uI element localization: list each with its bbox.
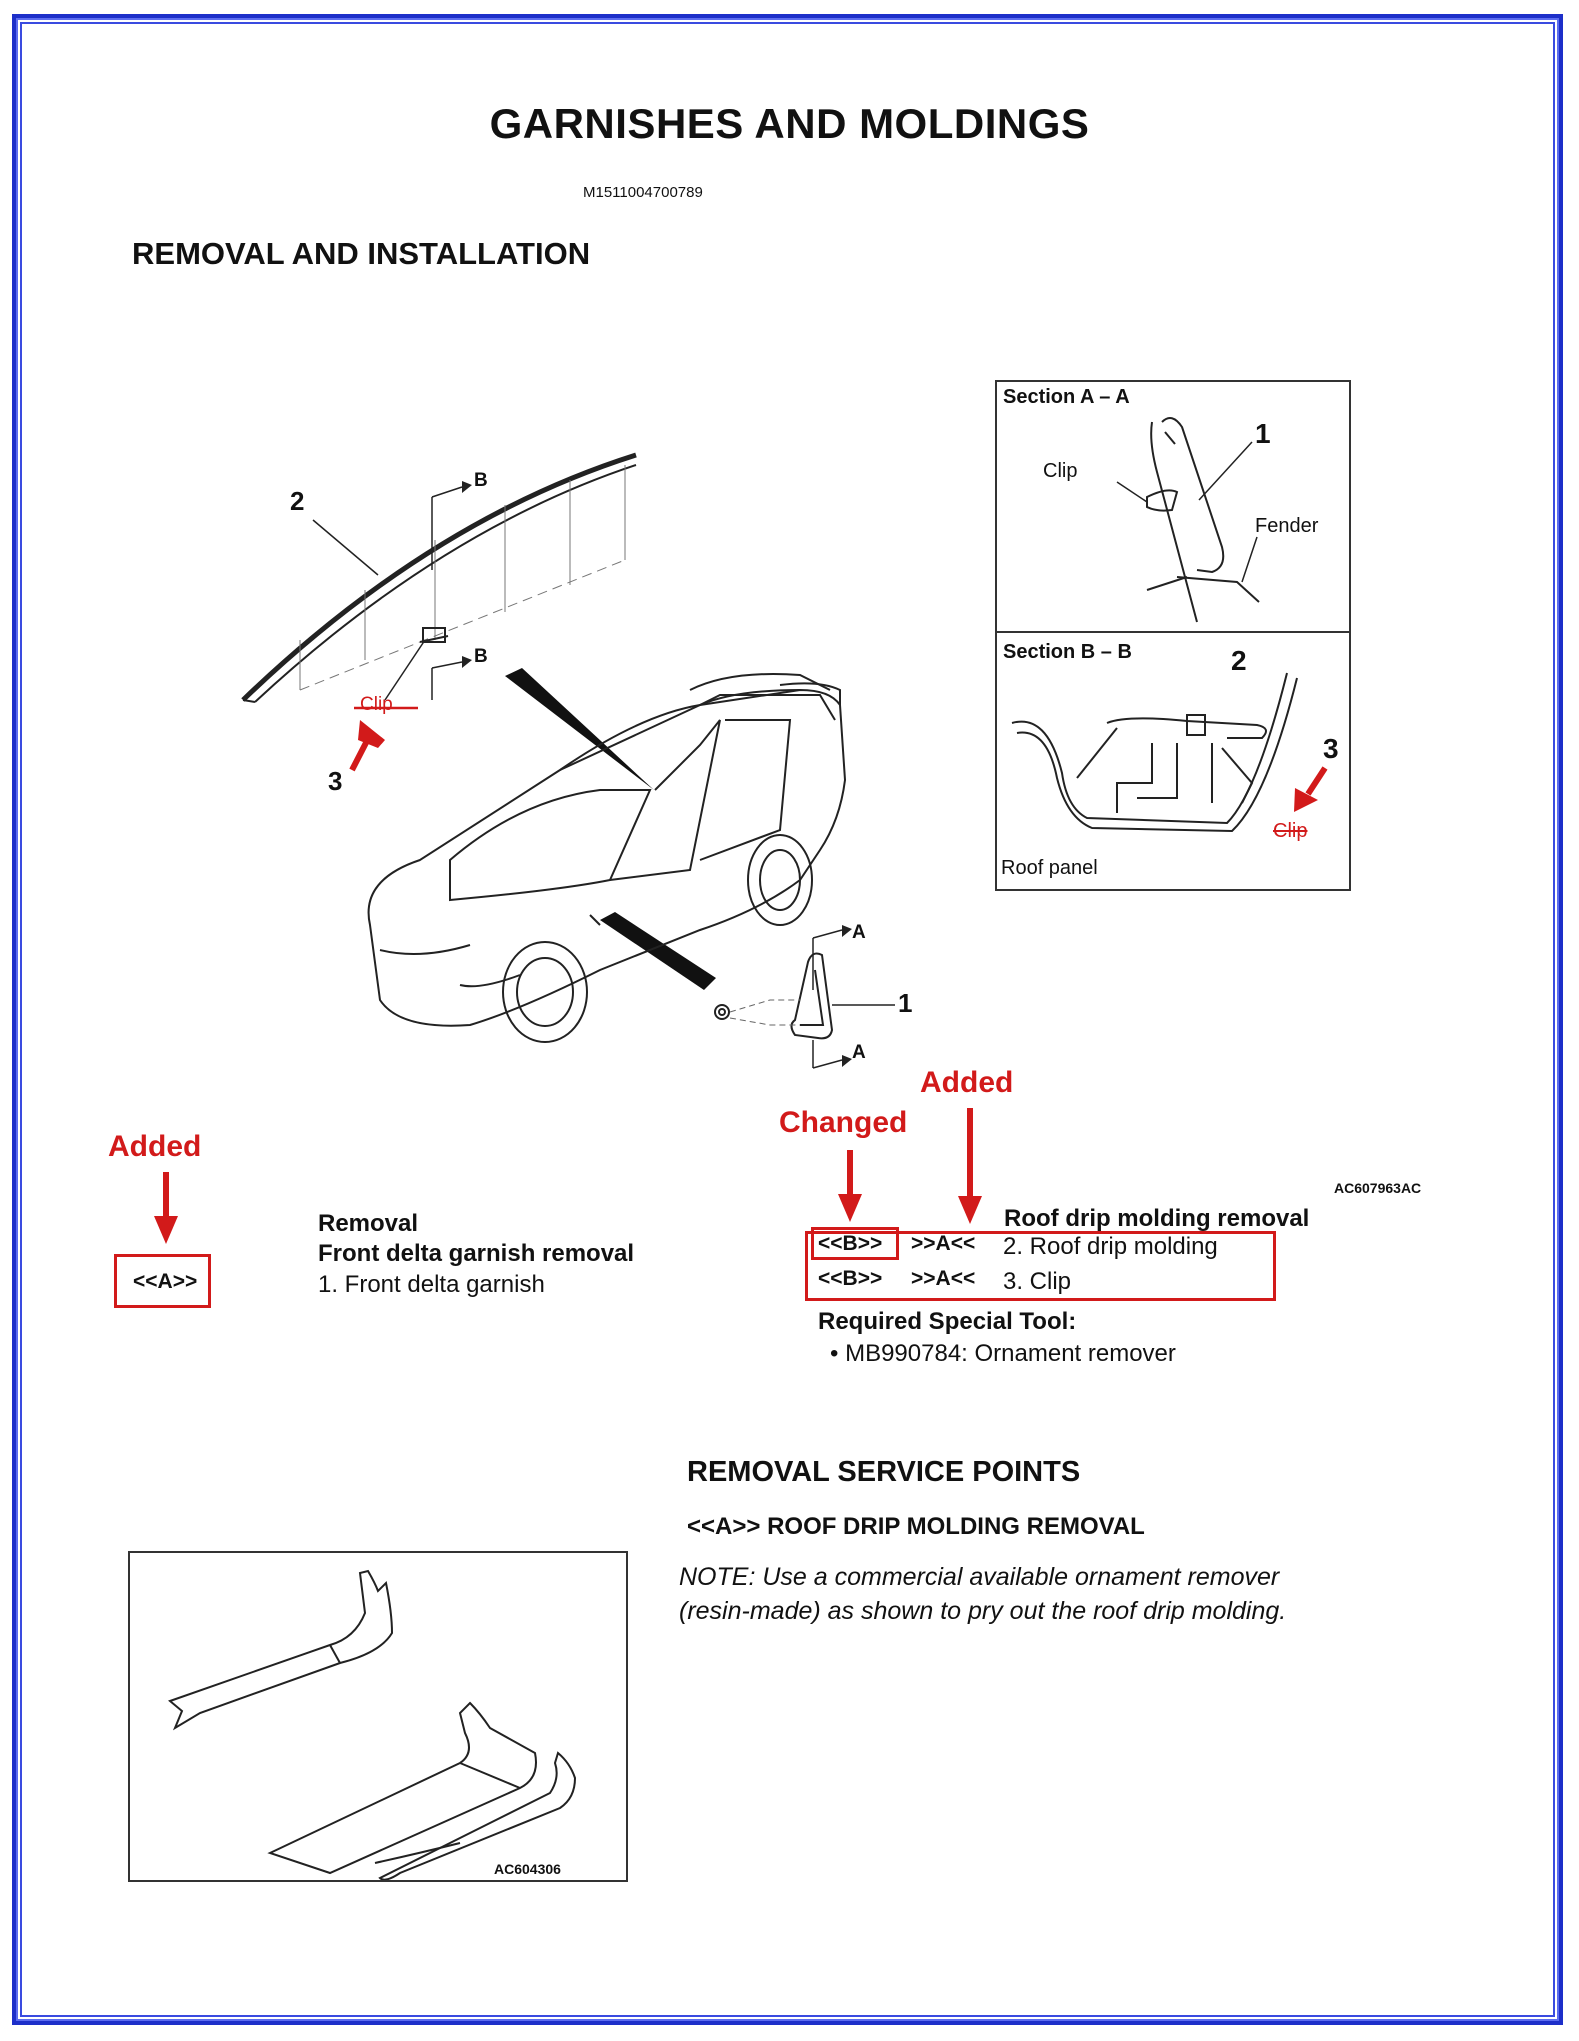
removal-heading: Removal (318, 1210, 419, 1237)
document-id: M1511004700789 (583, 184, 703, 201)
roof-drip-molding-illustration (241, 452, 637, 703)
changed-arrow (838, 1150, 862, 1222)
red-arrow-clip-head (358, 720, 385, 748)
ornament-remover-figure: AC604306 (128, 1551, 628, 1882)
section-bb-label-3: 3 (1323, 733, 1339, 764)
section-aa-label-1: 1 (1255, 418, 1271, 449)
row-3-removal-code: <<B>> (818, 1267, 883, 1290)
diagram-label-3: 3 (328, 766, 343, 796)
front-delta-item: 1. Front delta garnish (318, 1271, 545, 1298)
section-bb-label-2: 2 (1231, 645, 1247, 676)
page-title: GARNISHES AND MOLDINGS (489, 100, 1090, 147)
roof-drip-removal-subheading: <<A>> ROOF DRIP MOLDING REMOVAL (687, 1513, 1145, 1540)
section-aa-drawing (1116, 417, 1260, 623)
section-bb-panel: Section B – B 2 3 Clip Roof panel (995, 633, 1351, 891)
section-aa-title: Section A – A (1003, 386, 1130, 408)
changed-b-box (811, 1227, 899, 1260)
note-line-2: (resin-made) as shown to pry out the roo… (679, 1597, 1287, 1625)
diagram-label-clip: Clip (360, 694, 393, 715)
diagram-label-b-top: B (474, 470, 488, 491)
diagram-label-2: 2 (290, 486, 305, 516)
section-bb-title: Section B – B (1003, 641, 1132, 663)
b-arrowhead-bottom (462, 656, 472, 668)
ornament-figure-code: AC604306 (494, 1861, 561, 1877)
row-3-install-code: >>A<< (911, 1267, 976, 1290)
front-delta-garnish-illustration (714, 929, 895, 1069)
added-arrow-left (154, 1172, 178, 1244)
pointer-wedge-garnish (600, 912, 716, 990)
service-points-heading: REMOVAL SERVICE POINTS (687, 1456, 1081, 1488)
section-bb-roof-panel: Roof panel (1001, 857, 1098, 879)
b-arrowhead-top (462, 481, 472, 493)
figure-code: AC607963AC (1334, 1180, 1422, 1196)
section-aa-panel: Section A – A 1 Clip Fender (995, 380, 1351, 633)
diagram-label-a-bottom: A (852, 1042, 866, 1063)
added-label-left: Added (108, 1130, 202, 1163)
added-label-right: Added (920, 1066, 1014, 1099)
diagram-label-1: 1 (898, 988, 913, 1018)
row-3-item: 3. Clip (1003, 1268, 1072, 1295)
page-inner-border (20, 22, 1555, 2017)
car-outline (367, 673, 847, 1043)
marker-a: <<A>> (133, 1270, 198, 1293)
section-aa-clip: Clip (1043, 460, 1078, 482)
roof-drip-heading: Roof drip molding removal (1004, 1205, 1310, 1232)
added-rows-box (805, 1231, 1276, 1301)
row-2-item: 2. Roof drip molding (1003, 1233, 1218, 1260)
pointer-wedge-roof (505, 668, 654, 790)
section-title: REMOVAL AND INSTALLATION (132, 236, 591, 271)
changed-label: Changed (779, 1106, 908, 1139)
section-bb-drawing (1011, 672, 1298, 833)
special-tool-heading: Required Special Tool: (818, 1308, 1077, 1335)
section-bb-clip: Clip (1273, 820, 1308, 842)
added-arrow-right (958, 1108, 982, 1224)
marker-a-box: <<A>> (114, 1254, 211, 1308)
special-tool-text: MB990784: Ornament remover (845, 1340, 1176, 1367)
a-arrowhead-bottom (842, 1055, 852, 1067)
row-2-install-code: >>A<< (911, 1232, 976, 1255)
note-line-1: NOTE: Use a commercial available ornamen… (679, 1563, 1280, 1591)
row-2-removal-code: <<B>> (818, 1232, 883, 1255)
section-bb-red-arrow (1294, 766, 1328, 812)
front-delta-heading: Front delta garnish removal (318, 1240, 635, 1267)
page-border (12, 14, 1563, 2025)
special-tool-item: • MB990784: Ornament remover (830, 1340, 1176, 1367)
diagram-label-a-top: A (852, 922, 866, 943)
ornament-remover-drawing (168, 1569, 577, 1880)
diagram-label-b-bottom: B (474, 646, 488, 667)
a-arrowhead-top (842, 925, 852, 937)
section-aa-fender: Fender (1255, 515, 1319, 537)
